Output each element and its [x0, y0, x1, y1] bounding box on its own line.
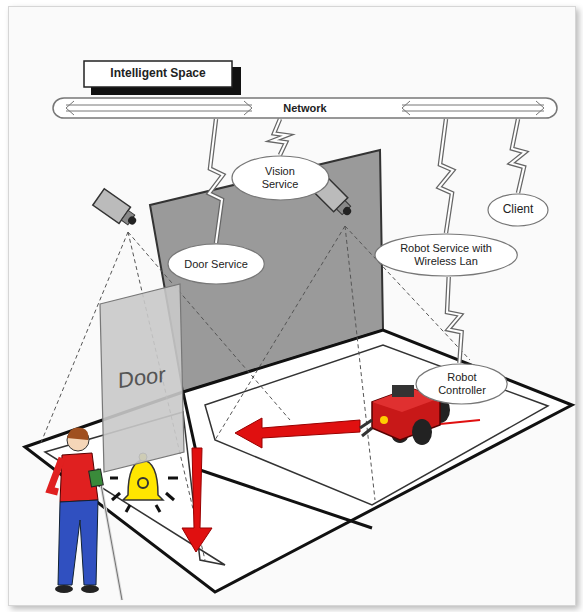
node-label: Robot Controller	[432, 371, 492, 396]
title-box: Intelligent Space	[83, 60, 233, 88]
node-label: Robot Service with Wireless Lan	[398, 242, 494, 267]
node-label: Intelligent Space	[110, 67, 205, 81]
door-panel: Door	[98, 282, 186, 474]
wireless-link	[511, 119, 525, 193]
wireless-link	[447, 277, 462, 363]
service-ellipse: Door Service	[167, 243, 265, 285]
node-label: Vision Service	[248, 165, 312, 190]
node-label: Network	[277, 102, 332, 115]
service-ellipse: Vision Service	[231, 155, 330, 201]
wireless-link	[439, 119, 453, 233]
node-label: Client	[503, 203, 534, 217]
wireless-link	[273, 119, 287, 155]
network-band: Network	[52, 97, 558, 119]
wireless-link	[209, 119, 223, 243]
node-label: Door Service	[184, 258, 248, 271]
service-ellipse: Robot Service with Wireless Lan	[374, 233, 518, 277]
controller-ellipse: Robot Controller	[415, 363, 508, 405]
client-ellipse: Client	[487, 193, 549, 227]
